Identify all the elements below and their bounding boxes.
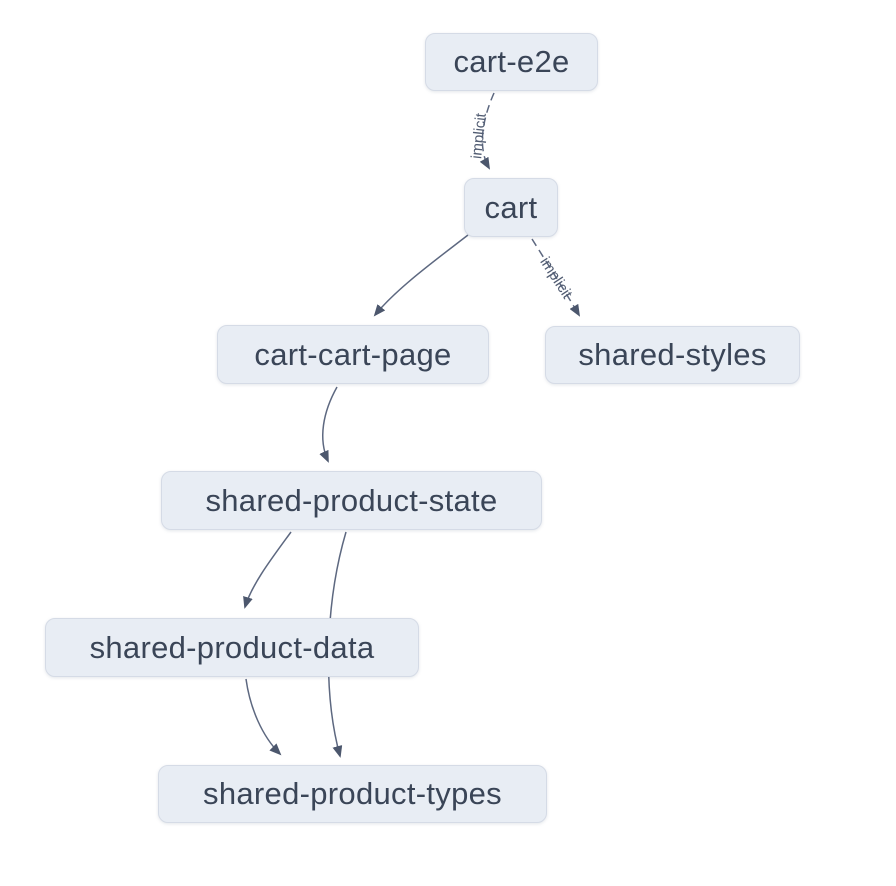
graph-node-label: shared-styles: [578, 337, 767, 372]
graph-node-label: shared-product-data: [89, 629, 375, 665]
graph-node-label: cart-cart-page: [254, 336, 452, 372]
dependency-edge-cart-cart-page-to-shared-product-state[interactable]: [319, 386, 338, 463]
graph-node-label: shared-product-state: [205, 482, 498, 518]
dependency-edge-cart-to-shared-styles[interactable]: [531, 238, 581, 317]
dependency-edge-shared-product-data-to-shared-product-types[interactable]: [245, 678, 282, 756]
graph-node-cart-e2e[interactable]: cart-e2e: [425, 33, 598, 91]
graph-node-shared-product-types[interactable]: shared-product-types: [158, 765, 547, 823]
graph-node-shared-product-state[interactable]: shared-product-state: [161, 471, 542, 530]
graph-node-label: cart-e2e: [453, 44, 570, 79]
graph-node-shared-styles[interactable]: shared-styles: [545, 326, 800, 384]
graph-node-cart-cart-page[interactable]: cart-cart-page: [217, 325, 489, 384]
graph-node-shared-product-data[interactable]: shared-product-data: [45, 618, 419, 677]
graph-node-label: cart: [484, 189, 538, 225]
graph-node-label: shared-product-types: [203, 776, 502, 811]
graph-node-cart[interactable]: cart: [464, 178, 558, 237]
dependency-edge-cart-e2e-to-cart[interactable]: [479, 92, 495, 170]
dependency-edge-cart-to-cart-cart-page[interactable]: [373, 234, 469, 317]
dependency-edge-shared-product-state-to-shared-product-data[interactable]: [243, 531, 292, 609]
